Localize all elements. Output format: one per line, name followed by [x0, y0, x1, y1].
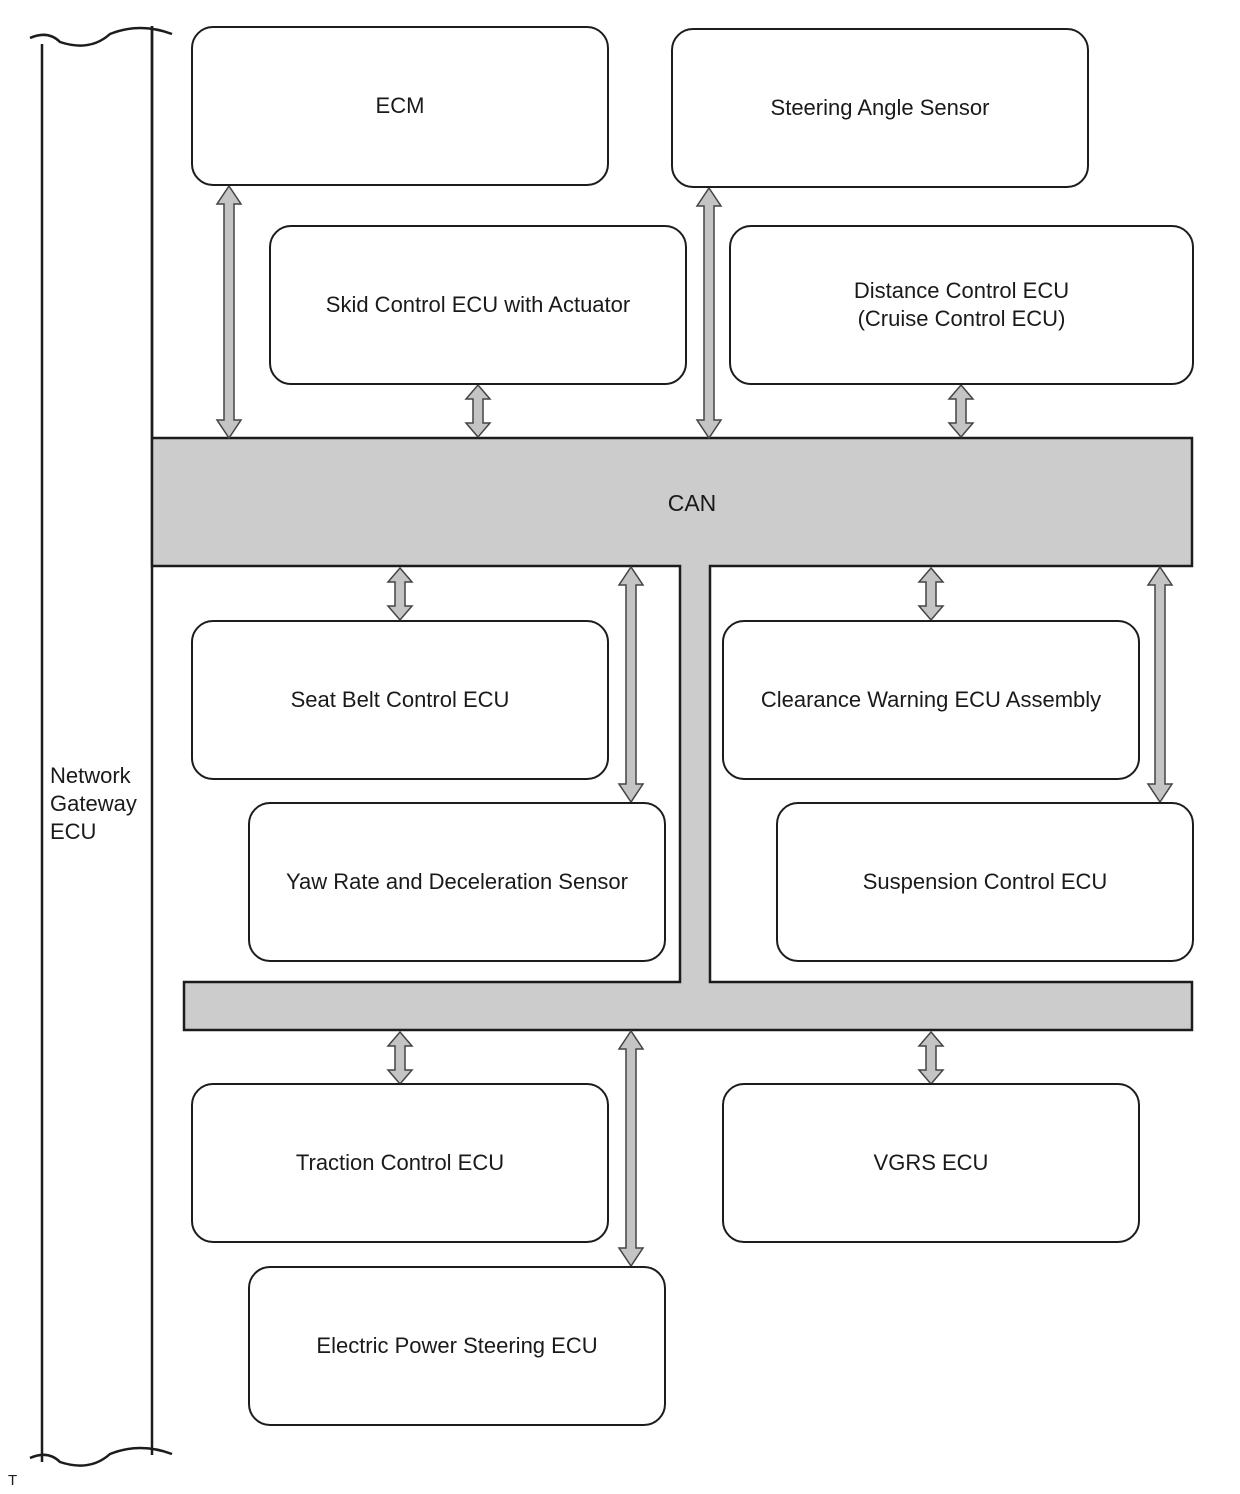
node-eps: Electric Power Steering ECU [248, 1266, 666, 1426]
node-clearance-warning-label: Clearance Warning ECU Assembly [760, 687, 1102, 712]
node-distance-control: Distance Control ECU (Cruise Control ECU… [729, 225, 1194, 385]
node-skid-control-label: Skid Control ECU with Actuator [325, 292, 631, 317]
footer-mark: T [8, 1472, 18, 1489]
node-ecm: ECM [191, 26, 609, 186]
node-suspension: Suspension Control ECU [776, 802, 1194, 962]
node-suspension-label: Suspension Control ECU [862, 869, 1108, 894]
node-traction: Traction Control ECU [191, 1083, 609, 1243]
steering-arrow [695, 186, 723, 440]
node-vgrs: VGRS ECU [722, 1083, 1140, 1243]
can-bus [150, 436, 1194, 1032]
node-vgrs-label: VGRS ECU [873, 1150, 989, 1175]
vgrs-arrow [918, 1031, 944, 1085]
gateway-label-text: Network Gateway ECU [50, 763, 137, 844]
node-yaw-rate: Yaw Rate and Deceleration Sensor [248, 802, 666, 962]
node-ecm-label: ECM [375, 93, 425, 118]
can-bus-label: CAN [667, 490, 717, 516]
node-eps-label: Electric Power Steering ECU [316, 1333, 598, 1358]
node-traction-label: Traction Control ECU [295, 1150, 505, 1175]
eps-arrow [617, 1029, 645, 1268]
node-distance-control-label: Distance Control ECU (Cruise Control ECU… [853, 278, 1070, 331]
node-steering-angle-sensor-label: Steering Angle Sensor [770, 95, 990, 120]
node-steering-angle-sensor: Steering Angle Sensor [671, 28, 1089, 188]
node-yaw-rate-label: Yaw Rate and Deceleration Sensor [285, 869, 628, 894]
ecm-arrow [215, 184, 243, 440]
yaw-arrow [617, 565, 645, 804]
node-seat-belt-label: Seat Belt Control ECU [290, 687, 510, 712]
distance-arrow [948, 384, 974, 438]
seatbelt-arrow [387, 567, 413, 621]
gateway-label: Network Gateway ECU [50, 762, 150, 846]
traction-arrow [387, 1031, 413, 1085]
gateway-bracket [29, 26, 173, 1467]
node-seat-belt: Seat Belt Control ECU [191, 620, 609, 780]
skid-arrow [465, 384, 491, 438]
suspension-arrow [1146, 565, 1174, 804]
node-skid-control: Skid Control ECU with Actuator [269, 225, 687, 385]
clearance-arrow [918, 567, 944, 621]
node-clearance-warning: Clearance Warning ECU Assembly [722, 620, 1140, 780]
